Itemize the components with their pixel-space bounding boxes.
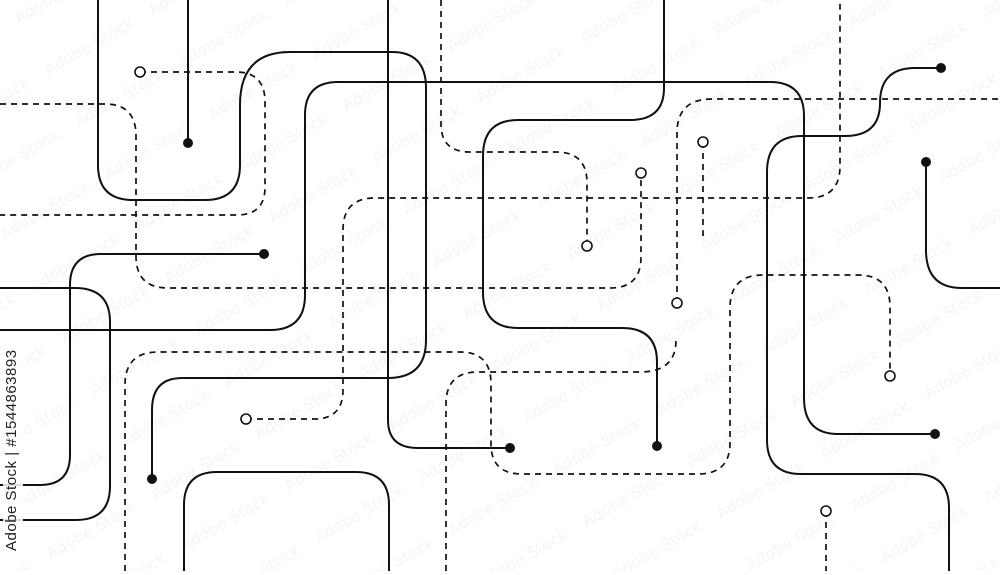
- hollow-dot: [671, 297, 683, 309]
- hollow-dot: [240, 413, 252, 425]
- hollow-dot: [134, 66, 146, 78]
- solid-trace-left-bracket: [0, 287, 111, 521]
- dashed-trace-bottom-wave: [124, 274, 891, 571]
- filled-dot: [147, 474, 157, 484]
- solid-trace-vertical-left: [387, 0, 511, 449]
- filled-dot: [183, 138, 193, 148]
- hollow-dot: [581, 240, 593, 252]
- solid-trace-bottom-arch: [183, 471, 390, 572]
- dashed-trace-bottom-left: [445, 339, 677, 571]
- hollow-dot: [635, 167, 647, 179]
- filled-dot: [652, 441, 662, 451]
- dashed-trace-mid-band: [0, 103, 642, 289]
- solid-trace-right-loop: [766, 67, 950, 572]
- hollow-dot: [884, 370, 896, 382]
- dashed-trace-long: [246, 0, 841, 420]
- watermark-stock-label: Adobe Stock | #1544863893: [3, 335, 23, 565]
- solid-trace-left-loop: [97, 0, 427, 479]
- solid-trace-long-center: [0, 81, 936, 435]
- solid-trace-right-drop: [925, 161, 1000, 289]
- hollow-dot: [820, 505, 832, 517]
- terminal-dots: [134, 63, 946, 517]
- dashed-trace-right-band: [676, 98, 1000, 303]
- solid-trace-left-hook: [0, 253, 265, 486]
- filled-dot: [259, 249, 269, 259]
- dashed-trace-center-drop: [440, 0, 588, 246]
- hollow-dot: [697, 136, 709, 148]
- filled-dot: [505, 443, 515, 453]
- filled-dot: [921, 157, 931, 167]
- filled-dot: [930, 429, 940, 439]
- filled-dot: [936, 63, 946, 73]
- solid-trace-center-loop: [482, 0, 665, 447]
